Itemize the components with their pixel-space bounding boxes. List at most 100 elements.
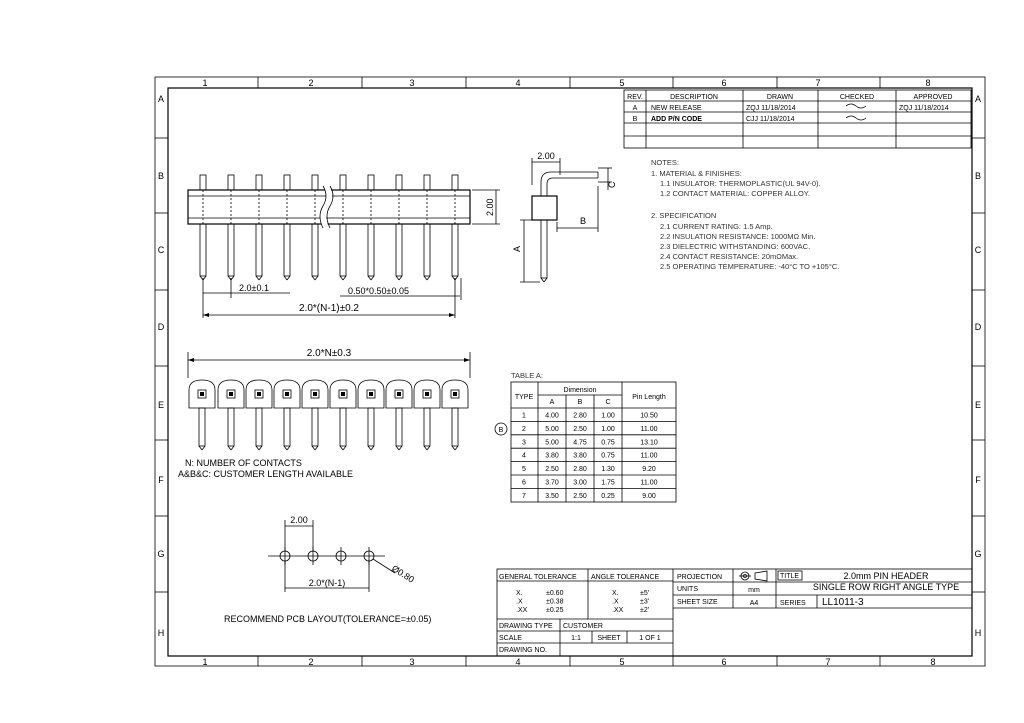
pin-top: [339, 174, 347, 191]
rev-header: CHECKED: [840, 94, 874, 101]
side-insulator: [531, 195, 558, 221]
pin-top: [451, 174, 459, 191]
rev-header: DESCRIPTION: [670, 94, 718, 101]
rev-cell: B: [633, 116, 638, 123]
table-cell: 11.00: [641, 480, 658, 487]
table-cell: 2.50: [573, 493, 587, 500]
row-labels: A B C D E F G H A B C D E F G H: [157, 94, 981, 638]
pin-leg: [255, 407, 263, 447]
general-tolerance-label: GENERAL TOLERANCE: [499, 574, 577, 581]
drawing-no-label: DRAWING NO.: [499, 647, 547, 654]
table-cell: 9.00: [642, 493, 656, 500]
col-label: 6: [721, 657, 726, 667]
pcb-pitch-label: 2.00: [290, 515, 308, 525]
row-label: B: [158, 171, 164, 181]
drawing-type-label: DRAWING TYPE: [499, 623, 553, 630]
label-b: B: [580, 216, 586, 226]
note-line: 1.2 CONTACT MATERIAL: COPPER ALLOY.: [660, 189, 810, 198]
pin-leg: [283, 407, 291, 447]
pin-square: [422, 389, 432, 399]
table-h-type: TYPE: [515, 394, 534, 401]
pin-leg: [311, 407, 319, 447]
row-label: E: [158, 400, 164, 410]
sheet-label: SHEET: [597, 635, 621, 642]
row-label: H: [975, 628, 982, 638]
table-cell: 3.70: [545, 480, 559, 487]
table-cell: 3.50: [545, 493, 559, 500]
rev-cell: A: [633, 105, 638, 112]
table-cell: 11.00: [641, 453, 658, 460]
pin-housing: [301, 379, 329, 409]
note-line: 2.5 OPERATING TEMPERATURE: -40°C TO +105…: [660, 262, 839, 271]
projection-label: PROJECTION: [677, 574, 722, 581]
rev-cell: ZQJ 11/18/2014: [899, 105, 949, 112]
row-label: G: [157, 549, 164, 559]
row-label: A: [158, 94, 164, 104]
tolerance-cell: .XX: [612, 607, 624, 614]
note-line: 2.1 CURRENT RATING: 1.5 Amp.: [660, 222, 773, 231]
pin-leg: [367, 407, 375, 447]
row-label: E: [975, 400, 981, 410]
table-cell: 1.00: [601, 413, 615, 420]
bent-pin: [540, 171, 598, 196]
col-label: 4: [515, 657, 520, 667]
pin-core: [341, 392, 345, 396]
table-cell: 6: [522, 480, 526, 487]
pin-leg: [227, 407, 235, 447]
pin-top: [423, 174, 431, 191]
col-label: 2: [308, 78, 313, 88]
tolerance-cell: ±0.38: [546, 599, 564, 606]
col-label: 7: [815, 78, 820, 88]
tolerance-cell: ±5': [640, 590, 649, 597]
scale-label: SCALE: [499, 635, 522, 642]
title-line-2: SINGLE ROW RIGHT ANGLE TYPE: [813, 582, 959, 592]
col-label: 1: [202, 657, 207, 667]
units-label: UNITS: [677, 586, 698, 593]
row-label: F: [158, 475, 164, 485]
table-cell: 3.00: [573, 480, 587, 487]
row-ticks: [155, 137, 985, 593]
row-label: H: [158, 628, 165, 638]
projection-symbol-icon: [739, 570, 768, 582]
table-a-title: TABLE A:: [511, 371, 543, 380]
pin-tail: [451, 223, 459, 277]
table-cell: 0.75: [601, 453, 615, 460]
notes-title: NOTES:: [651, 158, 679, 167]
rev-marker-circle: [494, 422, 508, 436]
pin-core: [397, 392, 401, 396]
row-label: C: [975, 245, 982, 255]
note-abc: A&B&C: CUSTOMER LENGTH AVAILABLE: [178, 469, 353, 479]
pin-top: [199, 174, 207, 191]
pin-leg: [198, 407, 206, 447]
col-label: 8: [930, 657, 935, 667]
pin-square: [197, 389, 207, 399]
rev-cell: ZQJ 11/18/2014: [746, 105, 796, 112]
pin-housing: [217, 379, 245, 409]
col-label: 2: [308, 657, 313, 667]
pin-tail: [367, 223, 375, 277]
pin-group: [199, 174, 459, 281]
pcb-caption: RECOMMEND PCB LAYOUT(TOLERANCE=±0.05): [224, 614, 431, 624]
pcb-hole-label: Ø0.80: [390, 563, 416, 584]
table-h-pin: Pin Length: [632, 394, 666, 401]
pin-core: [257, 392, 261, 396]
rev-marker: B: [499, 427, 504, 434]
angle-tolerance-label: ANGLE TOLERANCE: [591, 574, 660, 581]
pin-tail: [283, 223, 291, 277]
table-cell: 5.00: [545, 439, 559, 446]
table-cell: 5.00: [545, 426, 559, 433]
notes-block: NOTES: 1. MATERIAL & FINISHES: 1.1 INSUL…: [651, 158, 839, 271]
row-label: D: [158, 322, 165, 332]
col-label: 3: [409, 78, 414, 88]
table-cell: 1.00: [601, 426, 615, 433]
pin-group: [188, 379, 469, 451]
col-label: 7: [825, 657, 830, 667]
title-label: TITLE: [780, 573, 799, 580]
row-label: A: [975, 94, 981, 104]
tolerance-cell: ±0.25: [546, 607, 564, 614]
checked-signature-icon: [845, 103, 867, 109]
pin-square: [310, 389, 320, 399]
table-cell: 13.10: [640, 439, 658, 446]
pin-core: [313, 392, 317, 396]
pin-core: [200, 392, 204, 396]
